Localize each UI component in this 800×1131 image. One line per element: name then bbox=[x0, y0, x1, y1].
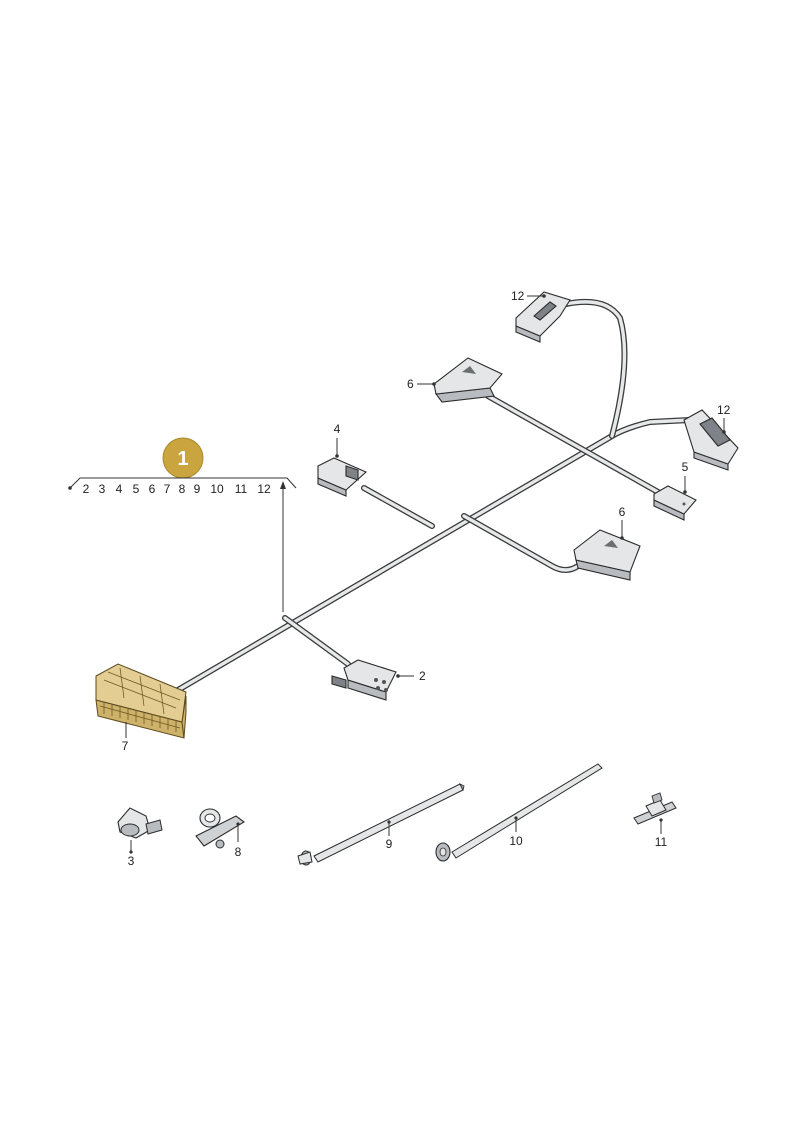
sub-item-12: 12 bbox=[257, 482, 271, 496]
sub-item-11: 11 bbox=[235, 482, 248, 496]
label-8: 8 bbox=[235, 822, 242, 859]
part-10-cable-tie bbox=[435, 763, 603, 862]
label-12-right: 12 bbox=[717, 403, 731, 434]
label-11: 11 bbox=[655, 818, 668, 849]
svg-text:11: 11 bbox=[655, 835, 668, 849]
callout-badge: 1 bbox=[162, 437, 204, 479]
label-2: 2 bbox=[396, 669, 426, 683]
label-9: 9 bbox=[386, 820, 393, 851]
label-3: 3 bbox=[128, 840, 135, 868]
svg-text:12: 12 bbox=[511, 289, 525, 303]
part-8-clip bbox=[195, 808, 245, 849]
label-7: 7 bbox=[122, 722, 129, 753]
sub-item-10: 10 bbox=[210, 482, 224, 496]
sub-item-3: 3 bbox=[99, 482, 106, 496]
sub-item-8: 8 bbox=[179, 482, 186, 496]
part-3-clip bbox=[117, 807, 163, 839]
connector-7-highlighted bbox=[95, 663, 187, 739]
svg-text:6: 6 bbox=[619, 505, 626, 519]
connector-2 bbox=[331, 659, 397, 701]
svg-text:6: 6 bbox=[407, 377, 414, 391]
svg-text:2: 2 bbox=[419, 669, 426, 683]
sub-items-row: 2 3 4 5 6 7 8 9 10 11 12 bbox=[83, 482, 271, 496]
label-10: 10 bbox=[509, 816, 523, 848]
sub-item-4: 4 bbox=[116, 482, 123, 496]
label-6-upper: 6 bbox=[407, 377, 436, 391]
svg-text:5: 5 bbox=[682, 460, 689, 474]
harness-pointer bbox=[280, 481, 286, 612]
svg-text:7: 7 bbox=[122, 739, 129, 753]
svg-text:8: 8 bbox=[235, 845, 242, 859]
connector-12-top bbox=[515, 291, 571, 343]
harness-wires bbox=[175, 298, 693, 693]
part-11-bracket bbox=[633, 792, 677, 825]
svg-text:12: 12 bbox=[717, 403, 731, 417]
connector-6-lower bbox=[573, 529, 641, 581]
sub-items-bracket bbox=[68, 477, 297, 490]
connector-4 bbox=[317, 457, 368, 497]
svg-text:10: 10 bbox=[509, 834, 523, 848]
svg-text:4: 4 bbox=[334, 422, 341, 436]
label-6-lower: 6 bbox=[619, 505, 626, 540]
callout-number: 1 bbox=[177, 448, 188, 470]
sub-item-2: 2 bbox=[83, 482, 90, 496]
label-5: 5 bbox=[682, 460, 689, 494]
svg-text:3: 3 bbox=[128, 854, 135, 868]
sub-item-6: 6 bbox=[149, 482, 156, 496]
connector-12-right bbox=[683, 409, 739, 471]
connector-5 bbox=[653, 485, 697, 521]
label-12-top: 12 bbox=[511, 289, 546, 303]
sub-item-9: 9 bbox=[194, 482, 201, 496]
sub-item-5: 5 bbox=[133, 482, 140, 496]
sub-item-7: 7 bbox=[164, 482, 171, 496]
label-4: 4 bbox=[334, 422, 341, 458]
connector-6-upper bbox=[433, 357, 503, 403]
svg-text:9: 9 bbox=[386, 837, 393, 851]
